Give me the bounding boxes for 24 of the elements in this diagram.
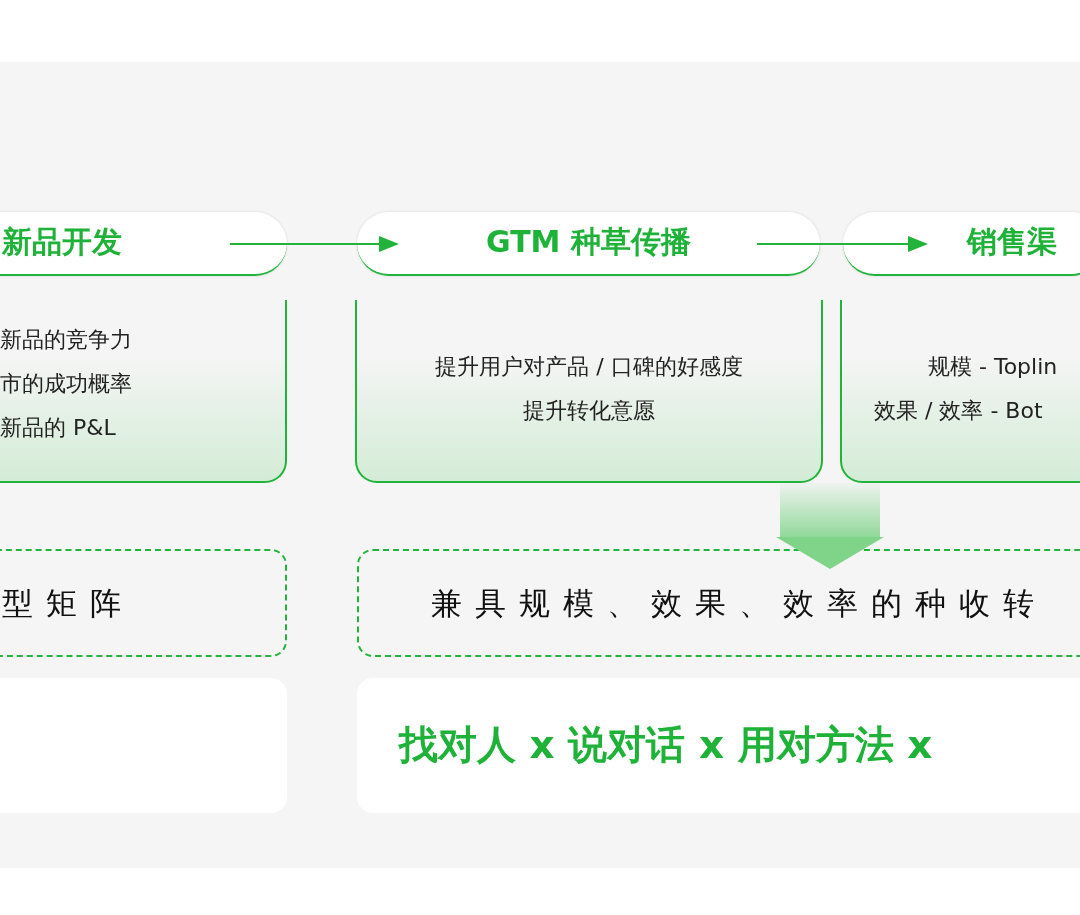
description-text: 新品的竞争力	[0, 326, 132, 354]
summary-box	[0, 549, 287, 657]
description-card	[355, 300, 823, 483]
description-text: 新品的 P&L	[0, 414, 116, 442]
stage-header	[843, 212, 1080, 276]
description-text: 市的成功概率	[0, 370, 132, 398]
description-text: 效果 / 效率 - Bot	[874, 397, 1043, 425]
stage-title: GTM 种草传播	[485, 223, 692, 261]
description-text: 提升用户对产品 / 口碑的好感度	[434, 353, 744, 381]
description-card	[840, 300, 1080, 483]
description-text: 规模 - Toplin	[928, 353, 1058, 381]
stage-title: 新品开发	[2, 223, 122, 261]
summary-text: 兼具规模、效果、效率的种收转	[431, 584, 1047, 623]
down-arrow	[776, 483, 884, 569]
stage-header	[0, 212, 287, 276]
description-text: 提升转化意愿	[522, 397, 656, 425]
description-card	[0, 300, 287, 483]
stage-title: 销售渠	[967, 223, 1057, 261]
summary-text: 型矩阵	[2, 584, 134, 623]
arrow	[756, 236, 928, 252]
stage-header	[357, 212, 820, 276]
arrow	[229, 236, 399, 252]
formula-text: 找对人 x 说对话 x 用对方法 x	[399, 721, 933, 769]
summary-box	[357, 549, 1080, 657]
